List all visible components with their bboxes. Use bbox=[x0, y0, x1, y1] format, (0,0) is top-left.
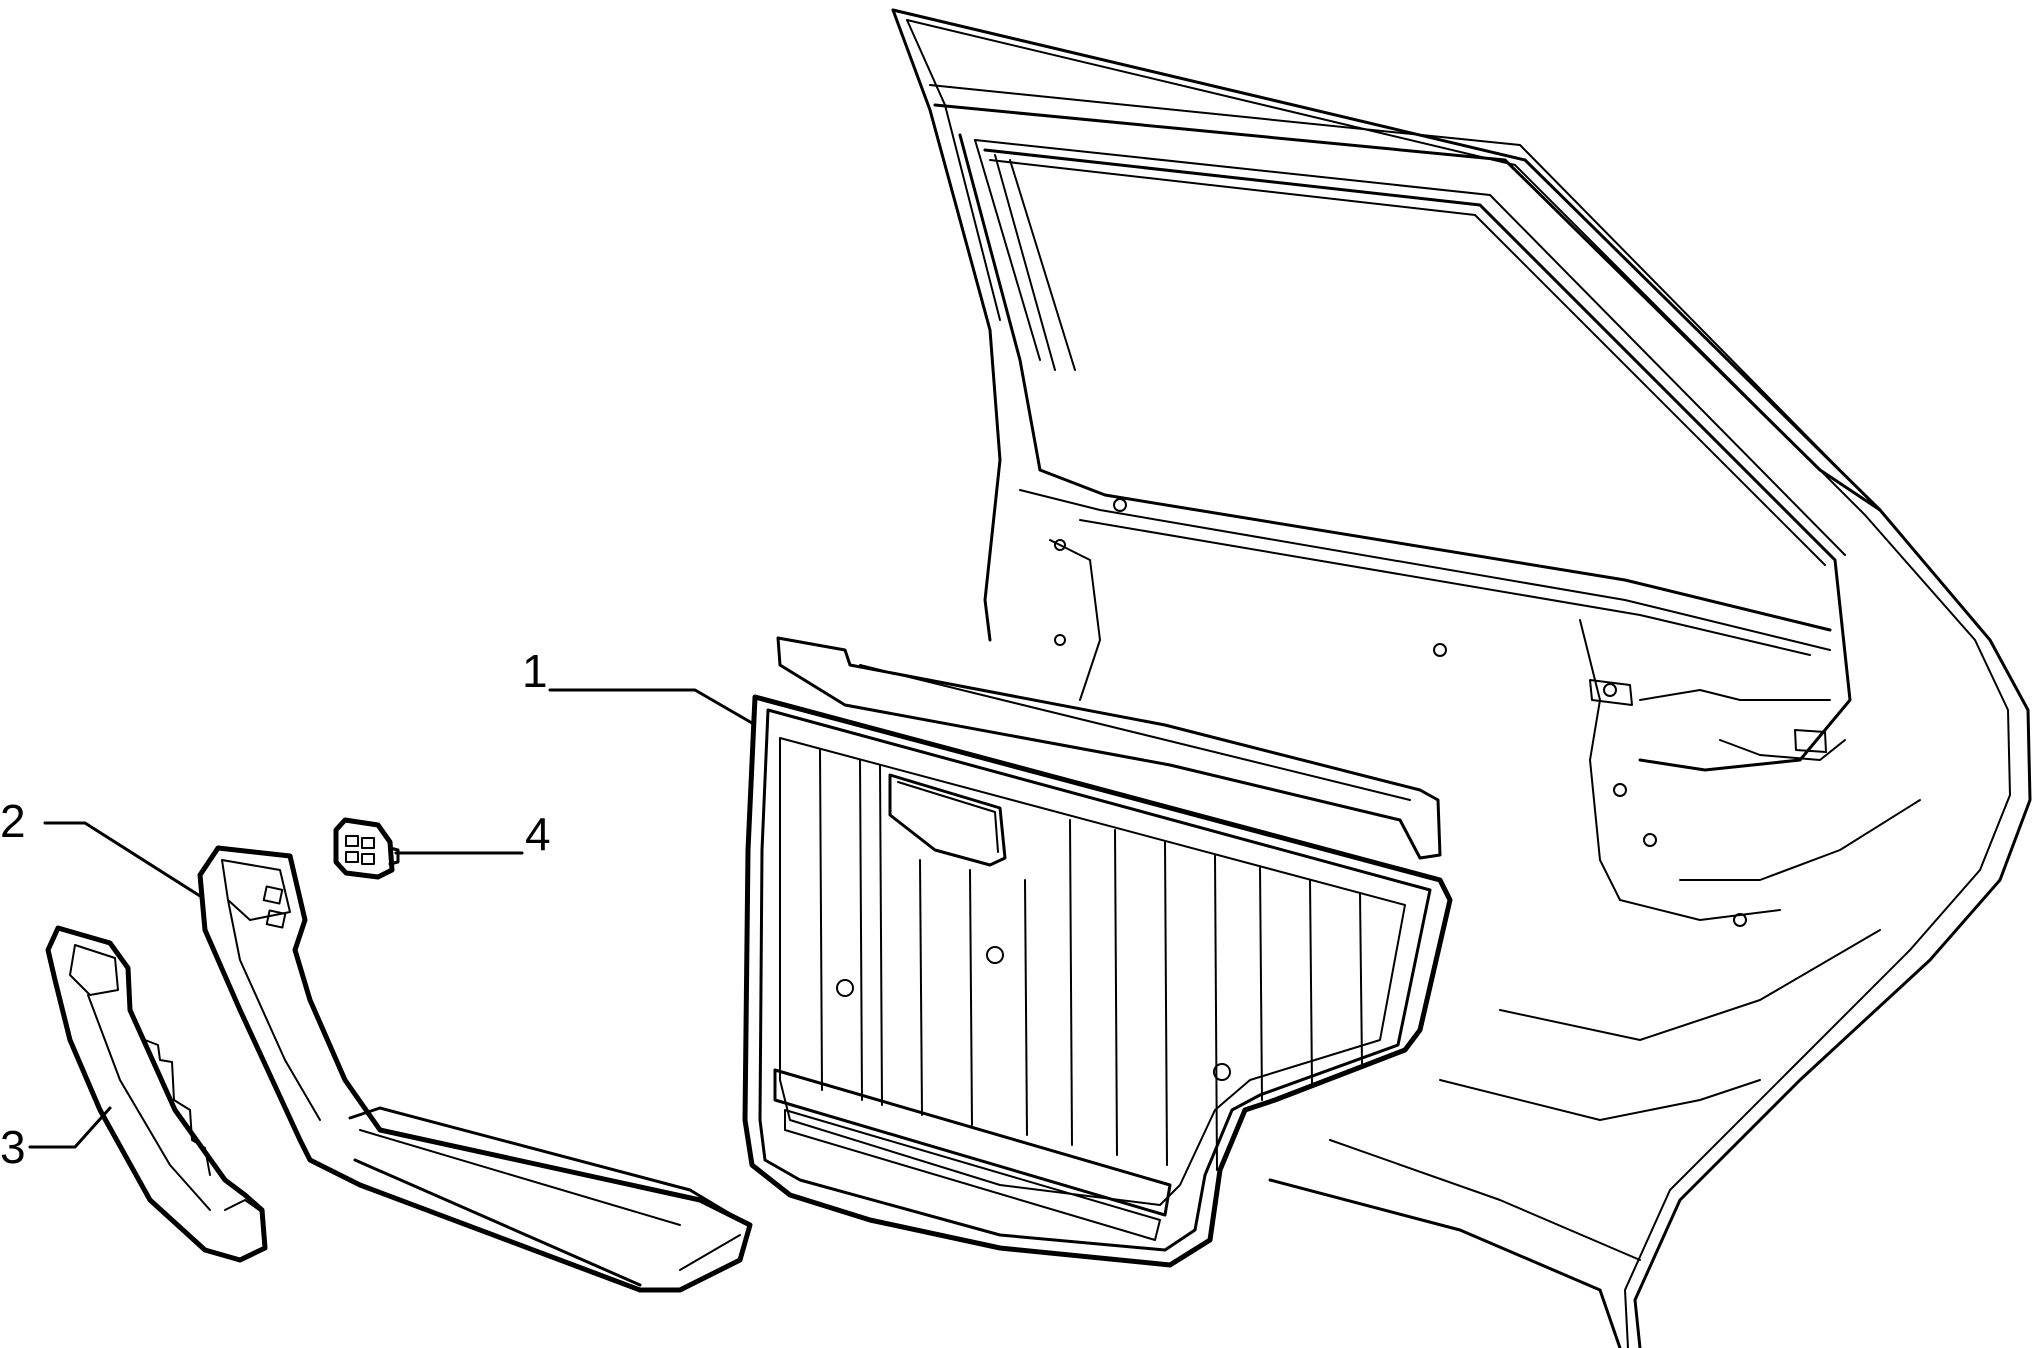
leader-line-1 bbox=[548, 688, 754, 725]
leader-line-3 bbox=[28, 1106, 112, 1149]
part-3-grip bbox=[45, 925, 268, 1263]
leader-line-2 bbox=[43, 821, 202, 898]
callout-label-3: 3 bbox=[0, 1121, 26, 1173]
leader-lines bbox=[28, 688, 754, 1149]
callout-label-2: 2 bbox=[0, 795, 26, 847]
part-4-switch bbox=[333, 817, 400, 880]
callout-label-4: 4 bbox=[525, 808, 551, 860]
door-shell bbox=[891, 8, 2032, 1348]
part-1-door-panel bbox=[742, 636, 1453, 1268]
part-2-armrest bbox=[197, 845, 753, 1293]
callout-label-1: 1 bbox=[522, 645, 548, 697]
